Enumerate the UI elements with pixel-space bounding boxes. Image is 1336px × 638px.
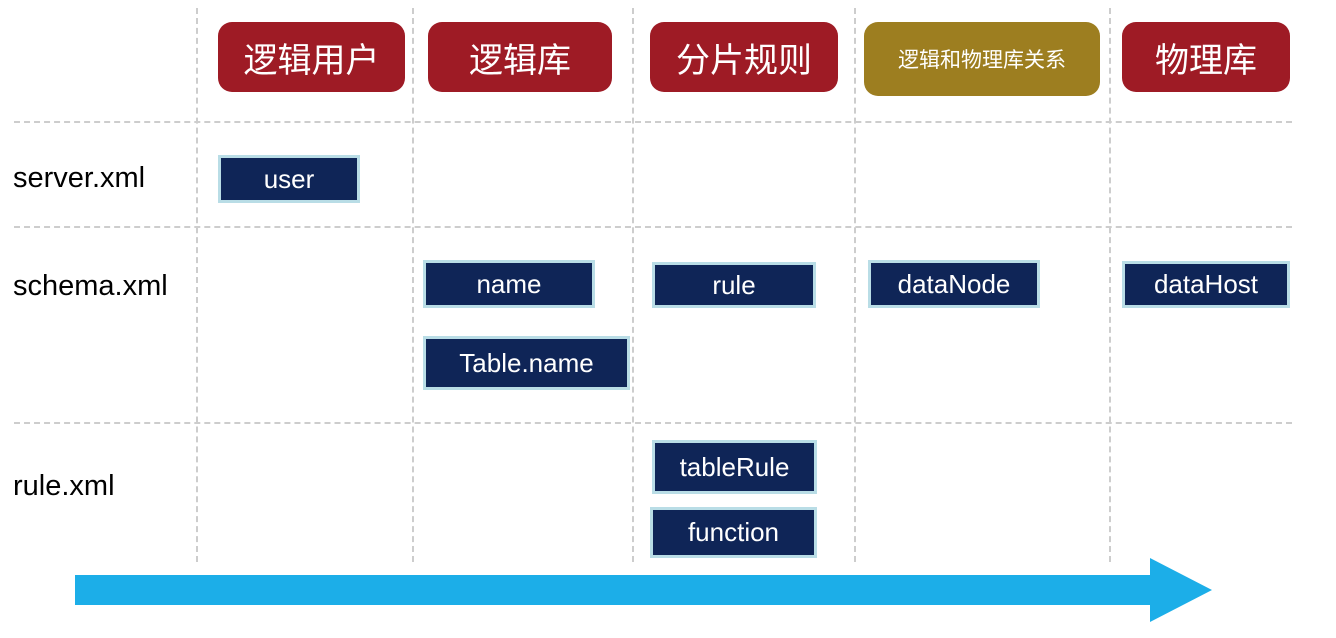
row-label-server-xml: server.xml — [13, 162, 146, 194]
header-logical-user: 逻辑用户 — [218, 22, 405, 92]
header-physical-db: 物理库 — [1122, 22, 1290, 92]
cell-datanode: dataNode — [868, 260, 1040, 308]
row-label-rule-xml: rule.xml — [13, 470, 115, 502]
header-logical-physical-relation: 逻辑和物理库关系 — [864, 22, 1100, 96]
grid-hline-3 — [14, 422, 1292, 424]
header-sharding-rule: 分片规则 — [650, 22, 838, 92]
timeline-arrow-shaft — [75, 575, 1150, 605]
timeline-arrow-head-icon — [1150, 558, 1212, 622]
cell-rule: rule — [652, 262, 816, 308]
grid-vline-1 — [196, 8, 198, 562]
grid-vline-2 — [412, 8, 414, 562]
grid-vline-4 — [854, 8, 856, 562]
grid-vline-5 — [1109, 8, 1111, 562]
cell-tablerule: tableRule — [652, 440, 817, 494]
cell-table-name: Table.name — [423, 336, 630, 390]
cell-function: function — [650, 507, 817, 558]
cell-user: user — [218, 155, 360, 203]
grid-vline-3 — [632, 8, 634, 562]
row-label-schema-xml: schema.xml — [13, 270, 168, 302]
cell-name: name — [423, 260, 595, 308]
grid-hline-1 — [14, 121, 1292, 123]
header-logical-db: 逻辑库 — [428, 22, 612, 92]
cell-datahost: dataHost — [1122, 261, 1290, 308]
grid-hline-2 — [14, 226, 1292, 228]
